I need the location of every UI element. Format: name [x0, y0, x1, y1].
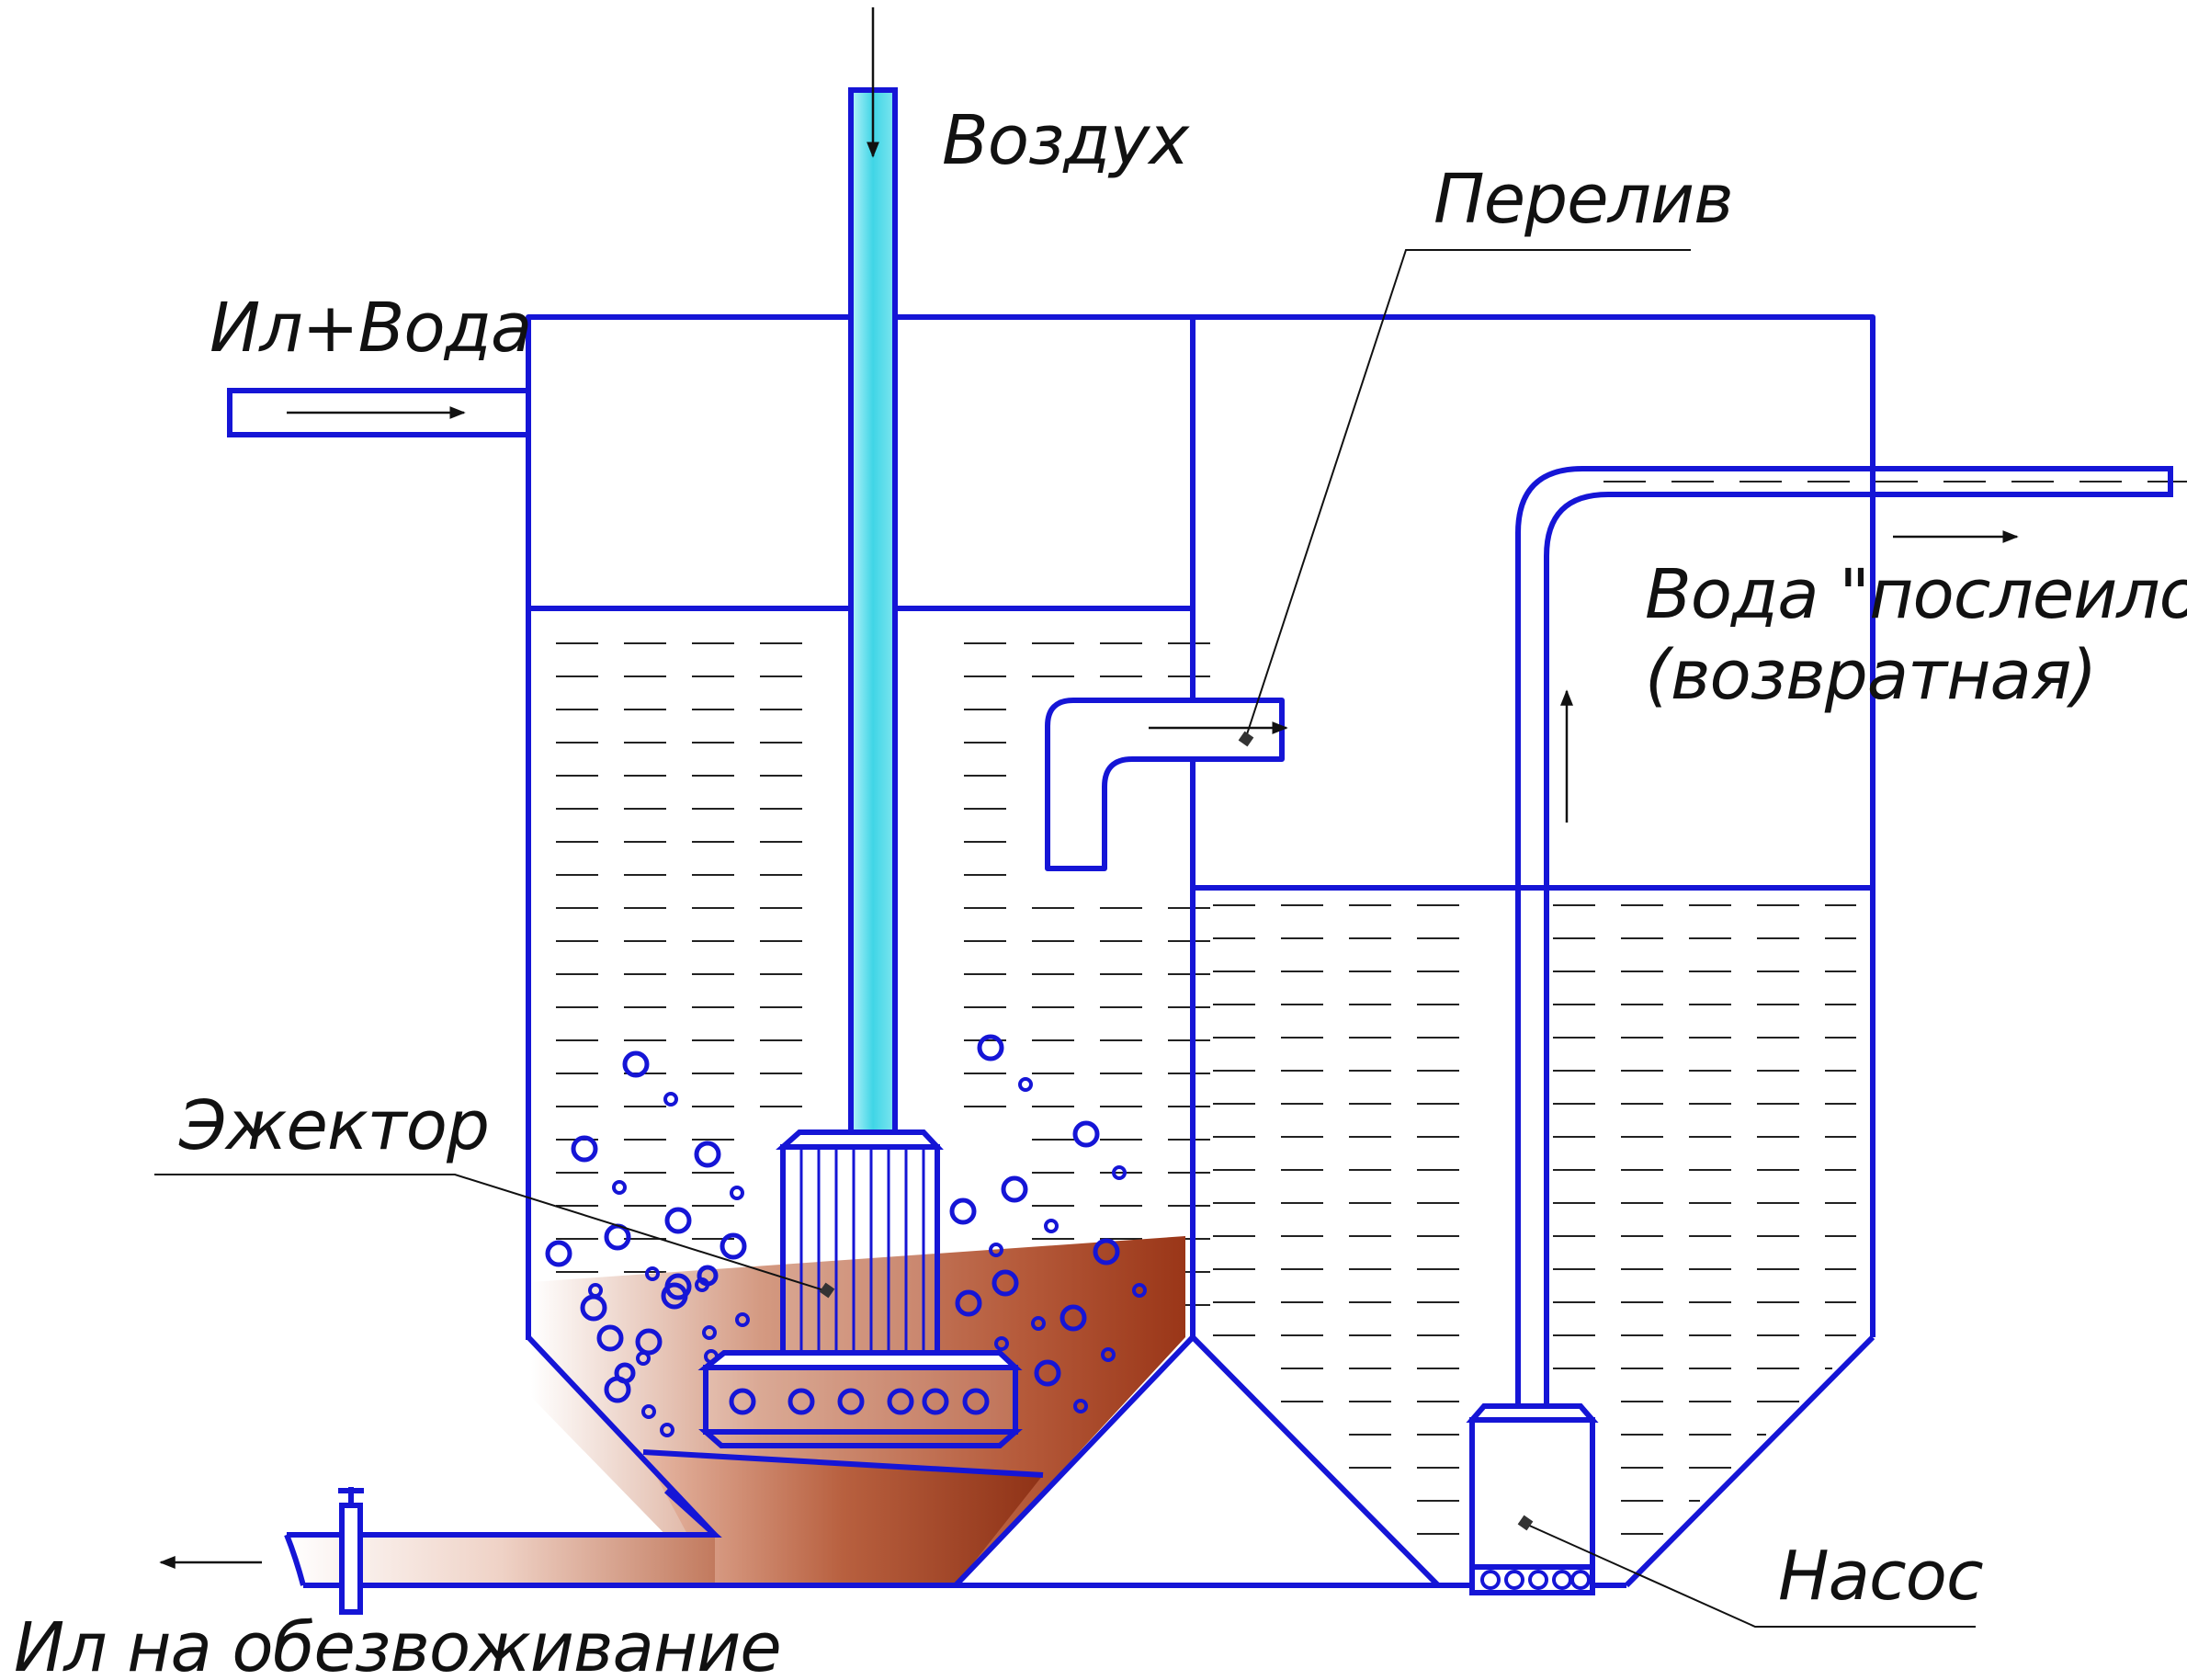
air-bubble: [1034, 1359, 1061, 1387]
air-bubble: [730, 1186, 744, 1200]
air-bubble: [695, 1277, 709, 1292]
air-bubble: [612, 1180, 627, 1195]
return-water-sublabel: (возвратная): [1645, 636, 2096, 715]
overflow-label: Перелив: [1433, 160, 1733, 239]
air-bubble: [977, 1034, 1004, 1061]
air-bubble: [704, 1349, 719, 1364]
flange-valve: [339, 1503, 363, 1615]
overflow-pipe: [1045, 698, 1288, 871]
pump-label: Насос: [1778, 1537, 1983, 1616]
air-bubble: [702, 1325, 717, 1340]
sludge-out-label: Ил на обезвоживание: [14, 1608, 781, 1680]
air-bubble: [545, 1240, 572, 1267]
air-bubble: [1132, 1283, 1147, 1298]
air-bubble: [735, 1312, 750, 1327]
pump-hole: [1570, 1570, 1591, 1590]
air-pipe: [848, 7, 898, 1136]
pump-hole: [1504, 1570, 1524, 1590]
leader-lines: [154, 249, 1976, 1628]
air-bubble: [580, 1294, 607, 1322]
air-bubble: [571, 1135, 598, 1163]
air-bubble: [994, 1336, 1009, 1351]
air-bubbles: [545, 1034, 1147, 1437]
air-bubble: [622, 1050, 650, 1078]
air-bubble: [663, 1092, 678, 1107]
air-bubble: [989, 1243, 1003, 1257]
air-bubble: [1093, 1238, 1120, 1266]
air-bubble: [1044, 1219, 1059, 1233]
pump-hole: [1528, 1570, 1548, 1590]
air-bubble: [720, 1232, 747, 1260]
leader-dots: [819, 731, 1534, 1531]
return-water-label: Вода "послеиловая": [1645, 555, 2187, 634]
air-bubble: [635, 1328, 663, 1356]
ejector-hole: [962, 1388, 990, 1415]
air-bubble: [1001, 1175, 1028, 1203]
air-bubble: [664, 1207, 692, 1234]
air-bubble: [955, 1289, 982, 1317]
air-bubble: [596, 1324, 624, 1352]
air-bubble: [636, 1351, 651, 1366]
air-bubble: [661, 1282, 688, 1310]
air-bubble: [1101, 1347, 1116, 1362]
water-hatching: [556, 481, 2187, 1535]
ejector-hole: [887, 1388, 914, 1415]
air-label: Воздух: [942, 101, 1190, 180]
tank-outline: [526, 314, 1875, 1588]
air-bubble: [1073, 1399, 1088, 1413]
inflow-pipe: [227, 388, 531, 437]
air-bubble: [645, 1266, 660, 1281]
pump-hole: [1480, 1570, 1501, 1590]
ejector-label: Эжектор: [178, 1086, 489, 1165]
air-bubble: [604, 1223, 631, 1251]
air-bubble: [660, 1423, 674, 1437]
ejector: [697, 1129, 1023, 1448]
air-bubble: [641, 1404, 656, 1419]
air-bubble: [604, 1376, 631, 1403]
inflow-label: Ил+Вода: [210, 289, 531, 368]
sludge-outlet-pipe: [284, 1487, 722, 1615]
air-bubble: [1072, 1120, 1100, 1148]
air-bubble: [1018, 1077, 1033, 1092]
air-bubble: [1031, 1316, 1046, 1331]
air-bubble: [1112, 1165, 1127, 1180]
return-water-pipe: [1515, 466, 2173, 1406]
ejector-hole: [729, 1388, 756, 1415]
air-bubble: [1060, 1304, 1087, 1332]
air-bubble: [694, 1141, 721, 1168]
ejector-hole: [837, 1388, 865, 1415]
air-bubble: [992, 1269, 1019, 1297]
pump: [1466, 1403, 1599, 1595]
ejector-hole: [788, 1388, 815, 1415]
ejector-hole: [922, 1388, 949, 1415]
air-bubble: [949, 1198, 977, 1225]
